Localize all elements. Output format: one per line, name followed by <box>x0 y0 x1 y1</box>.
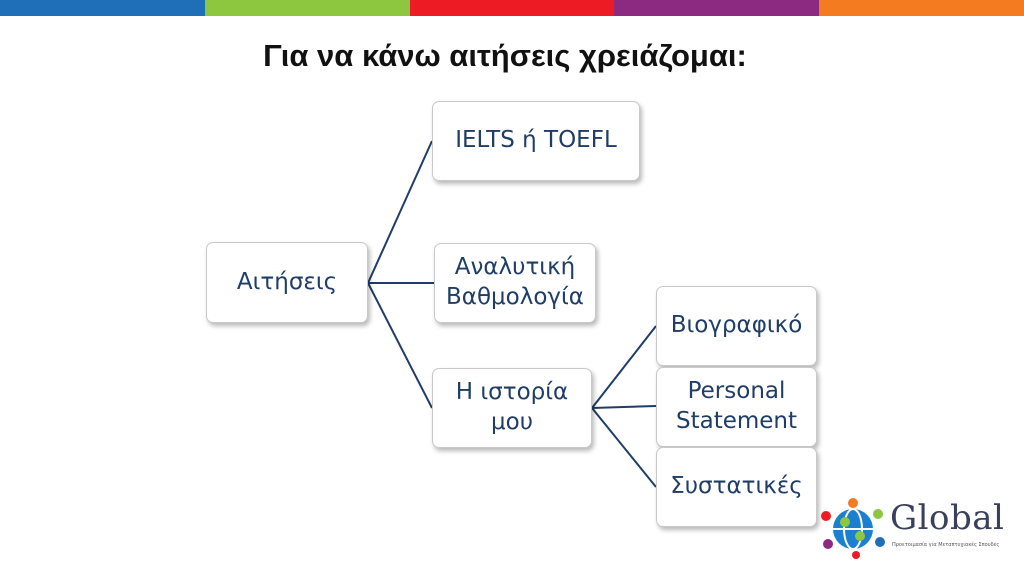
color-bar-red <box>409 0 615 16</box>
node-personal-statement[interactable]: Personal Statement <box>656 367 817 447</box>
node-applications[interactable]: Αιτήσεις <box>206 242 368 323</box>
node-transcript[interactable]: Αναλυτική Βαθμολογία <box>434 243 596 323</box>
node-my-story[interactable]: Η ιστορία μου <box>432 368 592 448</box>
connector-story-cv <box>591 325 657 409</box>
node-cv[interactable]: Βιογραφικό <box>656 286 817 366</box>
global-logo: Global Προετοιμασία για Μεταπτυχιακές Σπ… <box>818 494 1018 560</box>
node-ielts-toefl[interactable]: IELTS ή TOEFL <box>432 101 640 181</box>
color-bar-orange <box>819 0 1024 16</box>
color-bar-blue <box>0 0 205 16</box>
color-bar-purple <box>614 0 820 16</box>
logo-tagline: Προετοιμασία για Μεταπτυχιακές Σπουδές <box>892 542 1000 548</box>
slide-title: Για να κάνω αιτήσεις χρειάζομαι: <box>263 38 747 73</box>
connector-root-story <box>367 282 433 409</box>
node-references[interactable]: Συστατικές <box>656 447 817 527</box>
color-bar-green <box>204 0 410 16</box>
color-bar <box>0 0 1024 16</box>
connector-story-references <box>591 407 657 488</box>
connector-root-ielts <box>367 140 433 284</box>
logo-wordmark: Global <box>890 498 1005 538</box>
globe-people-icon <box>821 498 885 559</box>
connector-story-statement <box>591 405 657 409</box>
